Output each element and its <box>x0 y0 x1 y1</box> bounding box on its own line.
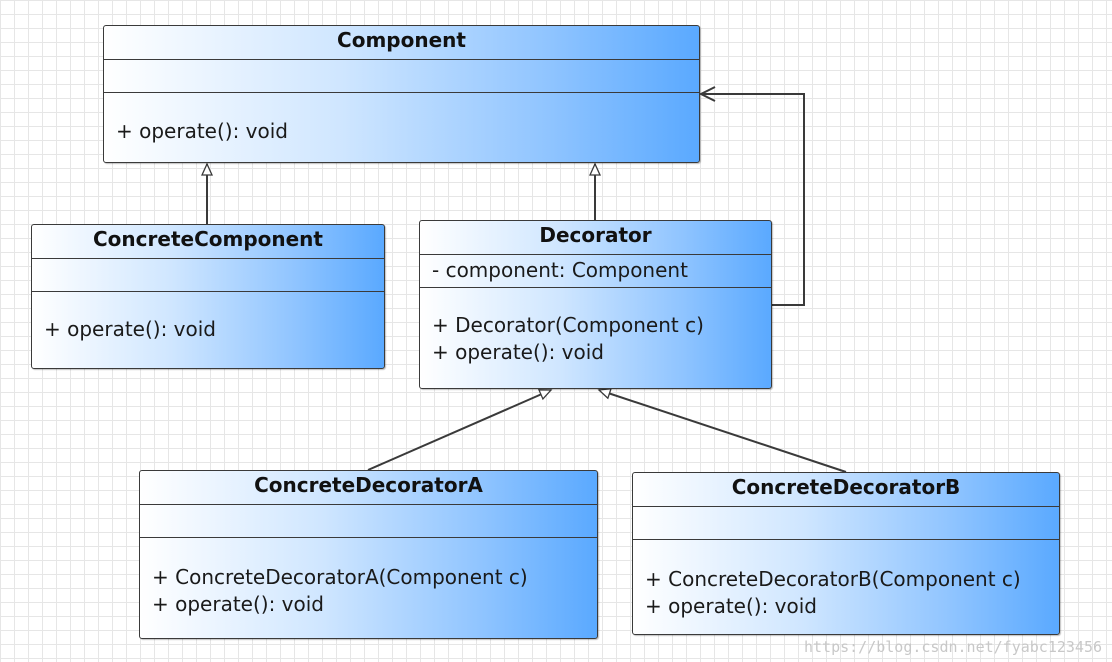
attributes-section <box>32 258 384 291</box>
class-name: Decorator <box>539 223 652 247</box>
operations-section: + operate(): void <box>104 92 699 162</box>
operations-section: + operate(): void <box>32 291 384 368</box>
attributes-section <box>140 504 597 537</box>
operation: + operate(): void <box>645 594 818 618</box>
operation: + Decorator(Component c) <box>432 313 704 337</box>
generalization-concretedecoratora-to-decorator <box>367 389 553 471</box>
class-name: ConcreteDecoratorA <box>254 473 483 497</box>
operation: + ConcreteDecoratorB(Component c) <box>645 567 1021 591</box>
operation: + ConcreteDecoratorA(Component c) <box>152 565 528 589</box>
aggregation-decorator-to-component <box>701 94 805 305</box>
watermark: https://blog.csdn.net/fyabc123456 <box>803 638 1102 656</box>
operation: + operate(): void <box>44 317 217 341</box>
operations-section: + Decorator(Component c) + operate(): vo… <box>420 287 771 388</box>
class-component[interactable]: Component + operate(): void <box>103 25 700 163</box>
class-concretecomponent[interactable]: ConcreteComponent + operate(): void <box>31 224 385 369</box>
operations-section: + ConcreteDecoratorA(Component c) + oper… <box>140 537 597 638</box>
class-concretedecoratorb[interactable]: ConcreteDecoratorB + ConcreteDecoratorB(… <box>632 472 1060 635</box>
class-name: ConcreteComponent <box>93 227 323 251</box>
class-name: ConcreteDecoratorB <box>731 475 961 499</box>
operation: + operate(): void <box>152 592 325 616</box>
class-concretedecoratora[interactable]: ConcreteDecoratorA + ConcreteDecoratorA(… <box>139 470 598 639</box>
attributes-section <box>104 59 699 92</box>
generalization-concretedecoratorb-to-decorator <box>597 387 847 473</box>
class-decorator[interactable]: Decorator - component: Component + Decor… <box>419 220 772 389</box>
attributes-section <box>633 506 1059 539</box>
operations-section: + ConcreteDecoratorB(Component c) + oper… <box>633 539 1059 634</box>
attribute: - component: Component <box>432 258 688 282</box>
operation: + operate(): void <box>432 340 605 364</box>
attributes-section: - component: Component <box>420 254 771 287</box>
class-name: Component <box>337 28 466 52</box>
operation: + operate(): void <box>116 119 289 143</box>
